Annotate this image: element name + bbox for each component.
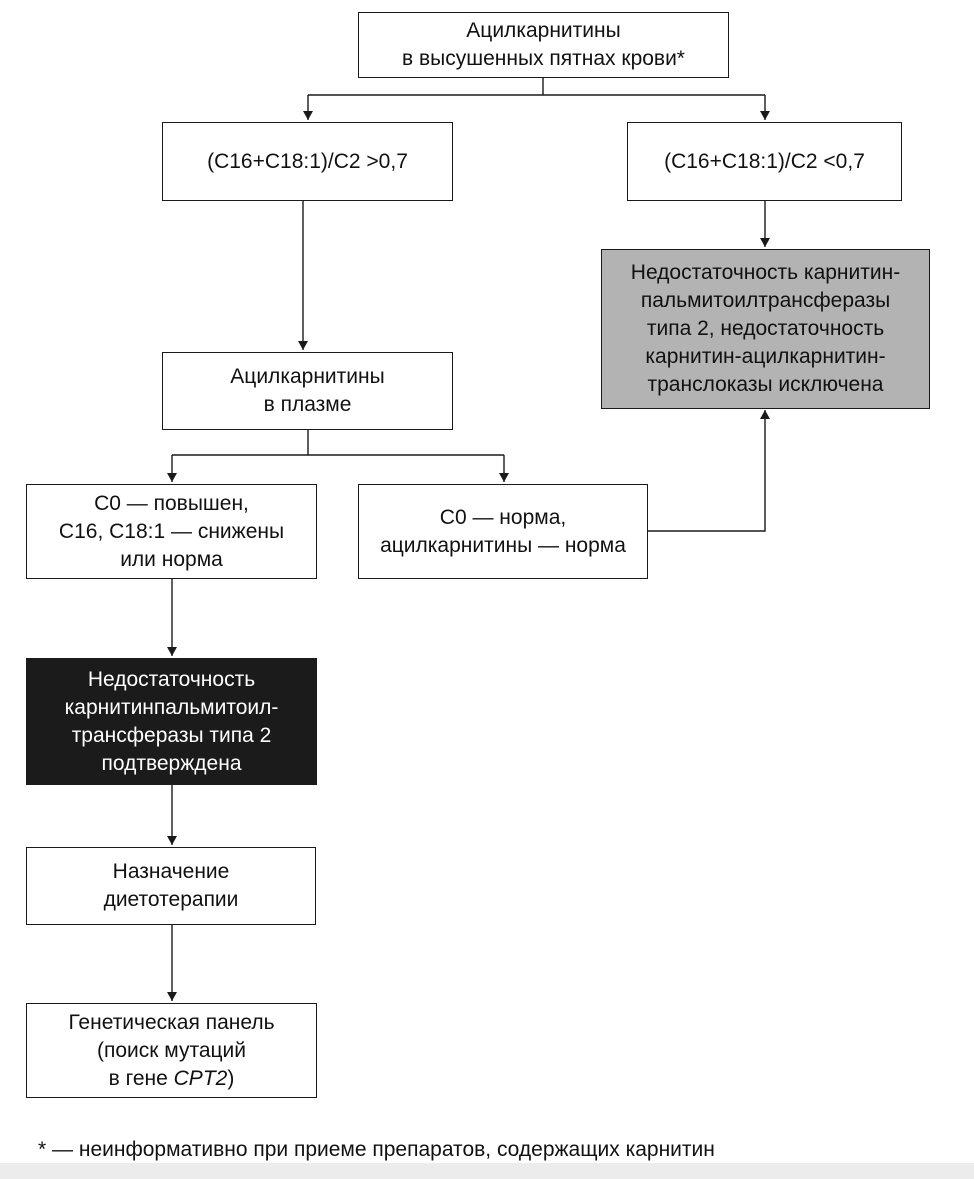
- node-text: (поиск мутаций: [96, 1038, 247, 1062]
- gene-name: CPT2: [173, 1066, 228, 1090]
- node-text: трансферазы типа 2: [71, 723, 272, 747]
- node-text: подтверждена: [101, 751, 242, 775]
- node-text: в плазме: [263, 393, 352, 416]
- node-text: Назначение: [112, 860, 230, 883]
- node-text: (C16+C18:1)/C2 >0,7: [207, 149, 408, 173]
- node-text: карнитинпальмитоил-: [64, 695, 279, 719]
- node-text: C0 — норма,: [439, 505, 567, 529]
- gene-prefix: в гене: [108, 1066, 174, 1090]
- node-plasma-acylcarnitines: Ацилкарнитины в плазме: [162, 352, 453, 430]
- bottom-band: [0, 1163, 974, 1179]
- node-deficiency-excluded: Недостаточность карнитин- пальмитоилтран…: [601, 249, 930, 409]
- node-text: транслоказы исключена: [647, 373, 884, 396]
- node-text: Ацилкарнитины: [230, 365, 385, 388]
- node-text: Недостаточность: [87, 667, 256, 691]
- gene-suffix: ): [227, 1066, 235, 1090]
- node-genetic-panel: Генетическая панель (поиск мутаций в ген…: [26, 1003, 317, 1098]
- node-text: Ацилкарнитины: [466, 19, 621, 42]
- node-c0-normal: C0 — норма, ацилкарнитины — норма: [358, 484, 648, 579]
- node-text: карнитин-ацилкарнитин-: [645, 345, 886, 368]
- node-dbs-acylcarnitines: Ацилкарнитины в высушенных пятнах крови*: [358, 12, 729, 78]
- node-text: пальмитоилтрансферазы: [640, 289, 891, 312]
- node-diet-therapy: Назначение диетотерапии: [26, 847, 316, 925]
- node-text: C16, C18:1 — снижены: [58, 519, 285, 543]
- footnote: * — неинформативно при приеме препаратов…: [38, 1138, 715, 1161]
- connector-dbs-split: [308, 78, 765, 96]
- node-deficiency-confirmed: Недостаточность карнитинпальмитоил- тран…: [26, 658, 317, 785]
- node-text: ацилкарнитины — норма: [380, 533, 626, 557]
- node-c0-elevated: C0 — повышен, C16, C18:1 — снижены или н…: [26, 484, 317, 579]
- node-text: в высушенных пятнах крови*: [402, 47, 685, 70]
- node-text: диетотерапии: [103, 888, 239, 911]
- node-ratio-low: (C16+C18:1)/C2 <0,7: [627, 122, 902, 201]
- node-text: C0 — повышен,: [94, 491, 249, 515]
- node-text: Недостаточность карнитин-: [630, 261, 901, 284]
- node-text: (C16+C18:1)/C2 <0,7: [664, 149, 865, 173]
- node-text: или норма: [120, 547, 223, 571]
- node-text: типа 2, недостаточность: [646, 317, 885, 340]
- node-text-gene-line: в гене CPT2): [109, 1065, 235, 1093]
- node-ratio-high: (C16+C18:1)/C2 >0,7: [162, 122, 453, 201]
- connector-plasma-split: [172, 430, 504, 456]
- arrow-norm-to-excluded: [648, 410, 770, 532]
- node-text: Генетическая панель: [68, 1010, 275, 1034]
